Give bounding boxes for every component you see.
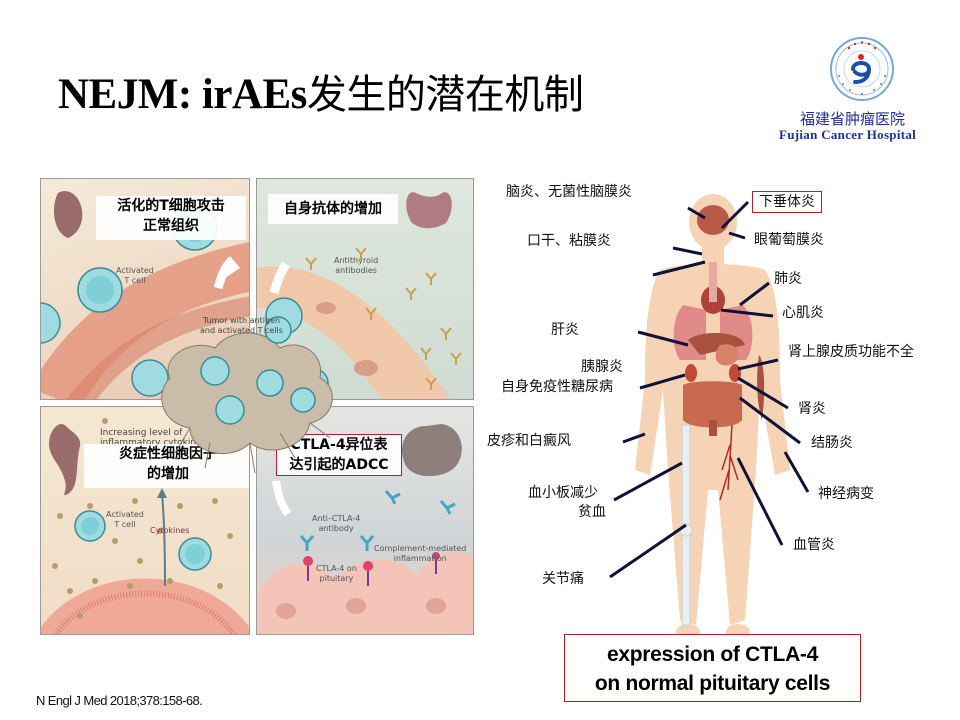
label-colitis: 结肠炎 bbox=[811, 435, 853, 451]
citation: N Engl J Med 2018;378:158-68. bbox=[36, 693, 203, 708]
antibody-icon bbox=[305, 247, 462, 390]
ctla4-callout-box: expression of CTLA-4 on normal pituitary… bbox=[564, 634, 861, 702]
brain-icon bbox=[402, 424, 462, 477]
label-pancreatitis: 胰腺炎 bbox=[581, 359, 623, 375]
trachea-icon bbox=[709, 262, 717, 302]
t-cell-icon bbox=[40, 302, 61, 344]
heart-icon bbox=[53, 191, 83, 238]
label-encephalitis: 脑炎、无菌性脑膜炎 bbox=[506, 184, 632, 200]
label-hypophysitis: 下垂体炎 bbox=[752, 191, 822, 213]
annotation-cytokines: Cytokines bbox=[150, 526, 190, 535]
label-rash-vitiligo: 皮疹和白癜风 bbox=[487, 433, 571, 449]
label-dry-mouth: 口干、粘膜炎 bbox=[527, 233, 611, 249]
cytokine-arrow bbox=[161, 493, 166, 587]
label-nephritis: 肾炎 bbox=[798, 401, 826, 417]
arrow-icon bbox=[269, 261, 290, 295]
panel-label-autoantibodies: 自身抗体的增加 bbox=[268, 194, 398, 224]
t-cell-icon bbox=[74, 510, 106, 542]
slide-title: NEJM: irAEs发生的潜在机制 bbox=[58, 62, 584, 120]
intestine-organ-icon bbox=[683, 381, 742, 436]
label-pneumonitis: 肺炎 bbox=[774, 271, 802, 287]
hospital-logo-icon bbox=[829, 36, 895, 102]
label-anemia: 贫血 bbox=[578, 504, 606, 520]
label-uveitis: 眼葡萄膜炎 bbox=[754, 232, 824, 248]
arrow-icon bbox=[272, 480, 292, 517]
blood-vessel-wall bbox=[40, 241, 250, 400]
stomach-organ-icon bbox=[715, 344, 739, 366]
title-chinese: 发生的潜在机制 bbox=[306, 72, 584, 118]
liver-organ-icon bbox=[688, 333, 745, 355]
blood-vessels-icon bbox=[719, 424, 739, 501]
callout-line2: on normal pituitary cells bbox=[594, 672, 831, 695]
leader-lines bbox=[609, 200, 810, 579]
label-vasculitis: 血管炎 bbox=[793, 537, 835, 553]
label-autoimmune-diabetes: 自身免疫性糖尿病 bbox=[501, 379, 613, 395]
panel-label-t-cell-attack: 活化的T细胞攻击正常组织 bbox=[96, 196, 246, 240]
label-hepatitis: 肝炎 bbox=[551, 322, 579, 338]
label-neuropathy: 神经病变 bbox=[818, 486, 874, 502]
complement-complex bbox=[303, 552, 440, 586]
label-myocarditis: 心肌炎 bbox=[782, 305, 824, 321]
title-latin: NEJM: irAEs bbox=[58, 71, 307, 118]
muscle-arm-icon bbox=[757, 355, 765, 420]
label-thrombocytopenia: 血小板减少 bbox=[528, 485, 598, 501]
brain-organ-icon bbox=[697, 205, 729, 235]
pituitary-cells bbox=[256, 552, 474, 635]
hospital-name-cn: 福建省肿瘤医院 bbox=[800, 110, 906, 128]
thyroid-icon bbox=[406, 192, 452, 229]
antibody-icon bbox=[299, 490, 456, 551]
colon-icon bbox=[48, 424, 81, 496]
t-cell-icon bbox=[77, 267, 123, 313]
label-arthralgia: 关节痛 bbox=[542, 571, 584, 587]
intestinal-epithelium bbox=[40, 578, 250, 635]
callout-line1: expression of CTLA-4 bbox=[606, 643, 819, 666]
epithelial-layer bbox=[256, 266, 451, 400]
label-adrenal-insufficiency: 肾上腺皮质功能不全 bbox=[788, 344, 914, 360]
hospital-name-en: Fujian Cancer Hospital bbox=[779, 127, 917, 142]
t-cell-icon bbox=[178, 537, 212, 571]
